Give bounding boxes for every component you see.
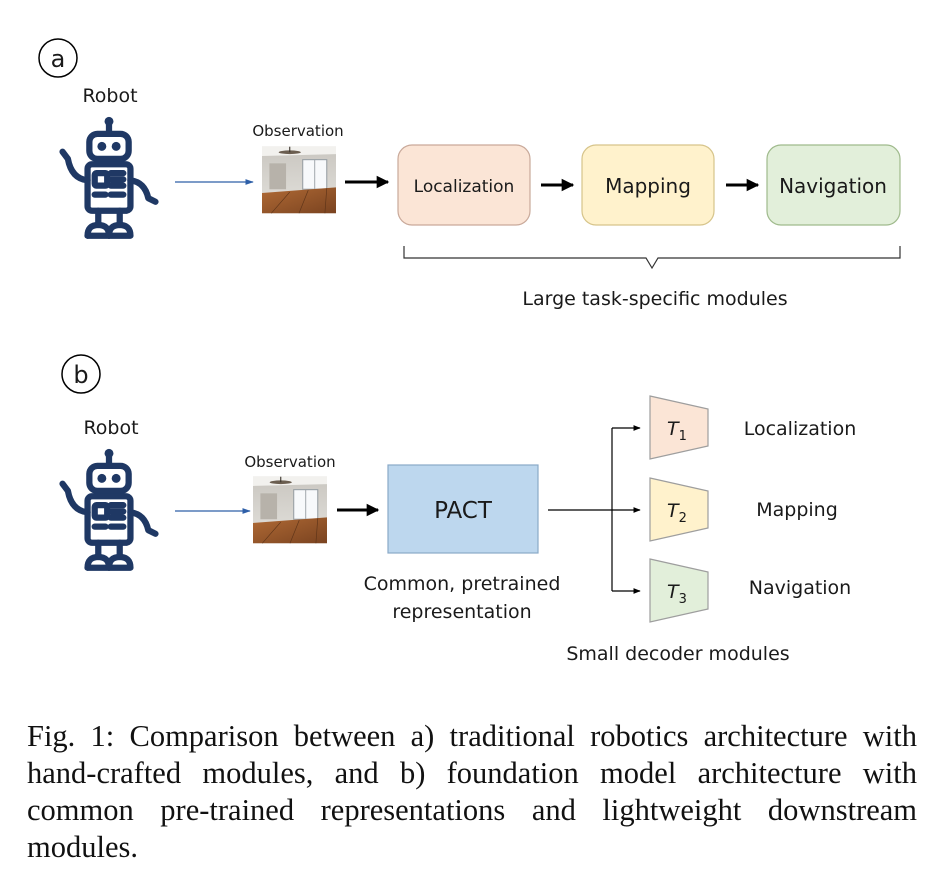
- decoder-t2-subscript: 2: [679, 511, 687, 526]
- panel-a-observation-label: Observation: [252, 122, 343, 140]
- decoder-t3-label: Navigation: [749, 577, 851, 599]
- modules-brace: [403, 246, 901, 270]
- brace-label: Large task-specific modules: [522, 288, 787, 310]
- panel-a: a Robot Observation Localization Mapping…: [38, 38, 901, 310]
- panel-a-marker: a: [51, 45, 66, 73]
- pact-caption-line2: representation: [392, 601, 531, 623]
- observation-image: [253, 476, 327, 544]
- decoder-t1: T1: [649, 395, 709, 460]
- panel-b-marker: b: [73, 361, 88, 389]
- architecture-figure: a Robot Observation Localization Mapping…: [38, 38, 901, 665]
- decoder-t1-label: Localization: [744, 418, 857, 440]
- observation-image: [262, 146, 336, 214]
- decoder-t3-symbol: T: [667, 581, 680, 603]
- robot-icon: [63, 117, 156, 236]
- decoders-label: Small decoder modules: [566, 643, 789, 665]
- panel-b-robot-label: Robot: [83, 417, 138, 439]
- decoder-t2-symbol: T: [667, 500, 680, 522]
- module-navigation: Navigation: [766, 144, 901, 226]
- panel-b-marker-circle: [61, 354, 101, 394]
- decoder-t2: T2: [649, 477, 709, 542]
- panel-b: b Robot Observation PACT Common, pretrai…: [61, 354, 857, 665]
- pact-caption-line1: Common, pretrained: [364, 573, 561, 595]
- panel-a-robot-label: Robot: [82, 85, 137, 107]
- decoder-t1-subscript: 1: [679, 429, 687, 444]
- decoder-t3: T3: [649, 558, 709, 623]
- figure-caption: Fig. 1: Comparison between a) traditiona…: [27, 719, 917, 864]
- branch-connectors: [548, 425, 641, 594]
- module-navigation-label: Navigation: [779, 174, 887, 198]
- svg-text:T2: T2: [667, 500, 687, 526]
- robot-icon: [63, 449, 156, 568]
- decoder-t2-label: Mapping: [756, 499, 838, 521]
- svg-text:T1: T1: [667, 418, 687, 444]
- pact-label: PACT: [434, 498, 493, 524]
- pact-block: PACT: [387, 464, 539, 554]
- panel-b-observation-label: Observation: [244, 453, 335, 471]
- module-localization-label: Localization: [414, 177, 515, 197]
- module-mapping-label: Mapping: [605, 174, 691, 198]
- module-mapping: Mapping: [581, 144, 715, 226]
- decoder-t3-subscript: 3: [679, 592, 687, 607]
- panel-a-marker-circle: [38, 38, 78, 78]
- svg-text:T3: T3: [667, 581, 687, 607]
- decoder-t1-symbol: T: [667, 418, 680, 440]
- module-localization: Localization: [397, 144, 531, 226]
